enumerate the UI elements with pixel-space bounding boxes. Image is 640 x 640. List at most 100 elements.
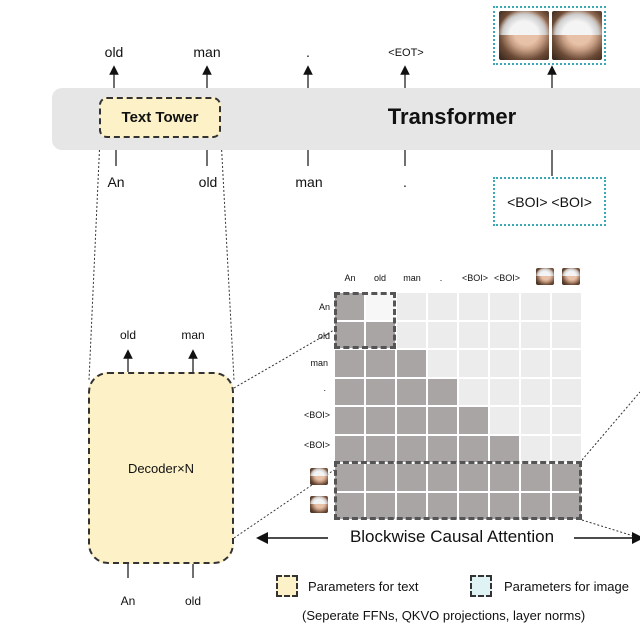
input-token: man: [295, 174, 323, 190]
output-token: <EOT>: [388, 47, 424, 59]
attention-cell: [520, 406, 551, 435]
legend-text-label: Parameters for text: [308, 579, 419, 594]
attention-cell: [458, 434, 489, 463]
attention-title: Blockwise Causal Attention: [349, 527, 555, 546]
attention-cell: [551, 292, 582, 321]
decoder-output-token: man: [181, 328, 205, 342]
output-token: .: [306, 44, 310, 60]
decoder-output-token: old: [119, 328, 136, 342]
matrix-row-label: <BOI>: [303, 440, 330, 450]
attention-cell: [489, 320, 520, 349]
tower-projection-lines: [88, 137, 235, 381]
attention-cell: [551, 377, 582, 406]
attention-cell: [334, 320, 365, 349]
matrix-col-label: .: [439, 273, 443, 283]
image-patch-icon: [310, 496, 328, 513]
attention-cell: [520, 463, 551, 492]
image-patch-icon: [552, 11, 602, 60]
input-stubs: [115, 150, 553, 176]
image-patch-icon: [536, 268, 554, 285]
legend-text-swatch: [276, 575, 298, 597]
matrix-col-label: An: [344, 273, 356, 283]
matrix-col-label: old: [373, 273, 386, 283]
attention-cell: [520, 491, 551, 520]
attention-cell: [396, 292, 427, 321]
legend-image-swatch: [470, 575, 492, 597]
attention-cell: [427, 406, 458, 435]
image-patch-icon: [499, 11, 549, 60]
transformer-title: Transformer: [387, 104, 517, 129]
attention-cell: [489, 406, 520, 435]
attention-cell: [396, 406, 427, 435]
attention-cell: [551, 349, 582, 378]
attention-cell: [365, 349, 396, 378]
matrix-row-label: An: [318, 302, 330, 312]
attention-cell: [489, 463, 520, 492]
attention-cell: [489, 434, 520, 463]
attention-matrix: [334, 292, 582, 520]
input-token: An: [107, 174, 125, 190]
attention-cell: [427, 434, 458, 463]
attention-cell: [458, 349, 489, 378]
matrix-col-label: <BOI>: [493, 273, 520, 283]
attention-cell: [458, 377, 489, 406]
attention-cell: [365, 377, 396, 406]
attention-cell: [458, 292, 489, 321]
matrix-row-label: .: [323, 383, 326, 393]
matrix-row-label: man: [310, 358, 328, 368]
attention-cell: [427, 292, 458, 321]
image-block-highlight: [334, 461, 582, 520]
matrix-row-label: old: [317, 331, 330, 341]
text-block-highlight: [334, 292, 396, 349]
input-token: .: [403, 174, 407, 190]
legend-note: (Seperate FFNs, QKVO projections, layer …: [302, 608, 586, 623]
attention-cell: [427, 320, 458, 349]
attention-cell: [396, 377, 427, 406]
matrix-col-label: man: [403, 273, 421, 283]
text-tower-box: Text Tower: [99, 97, 221, 138]
attention-cell: [396, 349, 427, 378]
attention-cell: [427, 377, 458, 406]
attention-cell: [458, 320, 489, 349]
attention-cell: [365, 406, 396, 435]
image-patch-icon: [562, 268, 580, 285]
decoder-input-token: An: [120, 594, 136, 608]
attention-cell: [458, 406, 489, 435]
output-token: old: [104, 44, 124, 60]
legend-image-label: Parameters for image: [504, 579, 629, 594]
image-patch-icon: [310, 468, 328, 485]
attention-cell: [520, 292, 551, 321]
decoder-input-token: old: [184, 594, 201, 608]
decoder-block: Decoder×N: [88, 372, 234, 564]
attention-cell: [334, 349, 365, 378]
attention-cell: [334, 406, 365, 435]
attention-cell: [365, 320, 396, 349]
attention-cell: [365, 434, 396, 463]
image-output-frame: [493, 6, 606, 65]
attention-cell: [396, 320, 427, 349]
attention-cell: [520, 320, 551, 349]
attention-cell: [334, 377, 365, 406]
input-token: old: [198, 174, 218, 190]
boi-input-box: <BOI> <BOI>: [493, 177, 606, 226]
output-arrows: [109, 65, 557, 88]
matrix-col-label: <BOI>: [461, 273, 488, 283]
attention-cell: [396, 434, 427, 463]
attention-cell: [365, 463, 396, 492]
attention-cell: [520, 434, 551, 463]
attention-cell: [520, 377, 551, 406]
attention-cell: [489, 292, 520, 321]
matrix-row-label: <BOI>: [303, 410, 330, 420]
attention-cell: [551, 320, 582, 349]
attention-cell: [551, 463, 582, 492]
attention-cell: [551, 406, 582, 435]
attention-cell: [551, 434, 582, 463]
attention-cell: [458, 463, 489, 492]
output-token: man: [193, 44, 221, 60]
decoder-arrows: [123, 349, 198, 578]
attention-cell: [334, 434, 365, 463]
attention-cell: [489, 377, 520, 406]
attention-cell: [489, 349, 520, 378]
attention-cell: [427, 349, 458, 378]
attention-cell: [520, 349, 551, 378]
